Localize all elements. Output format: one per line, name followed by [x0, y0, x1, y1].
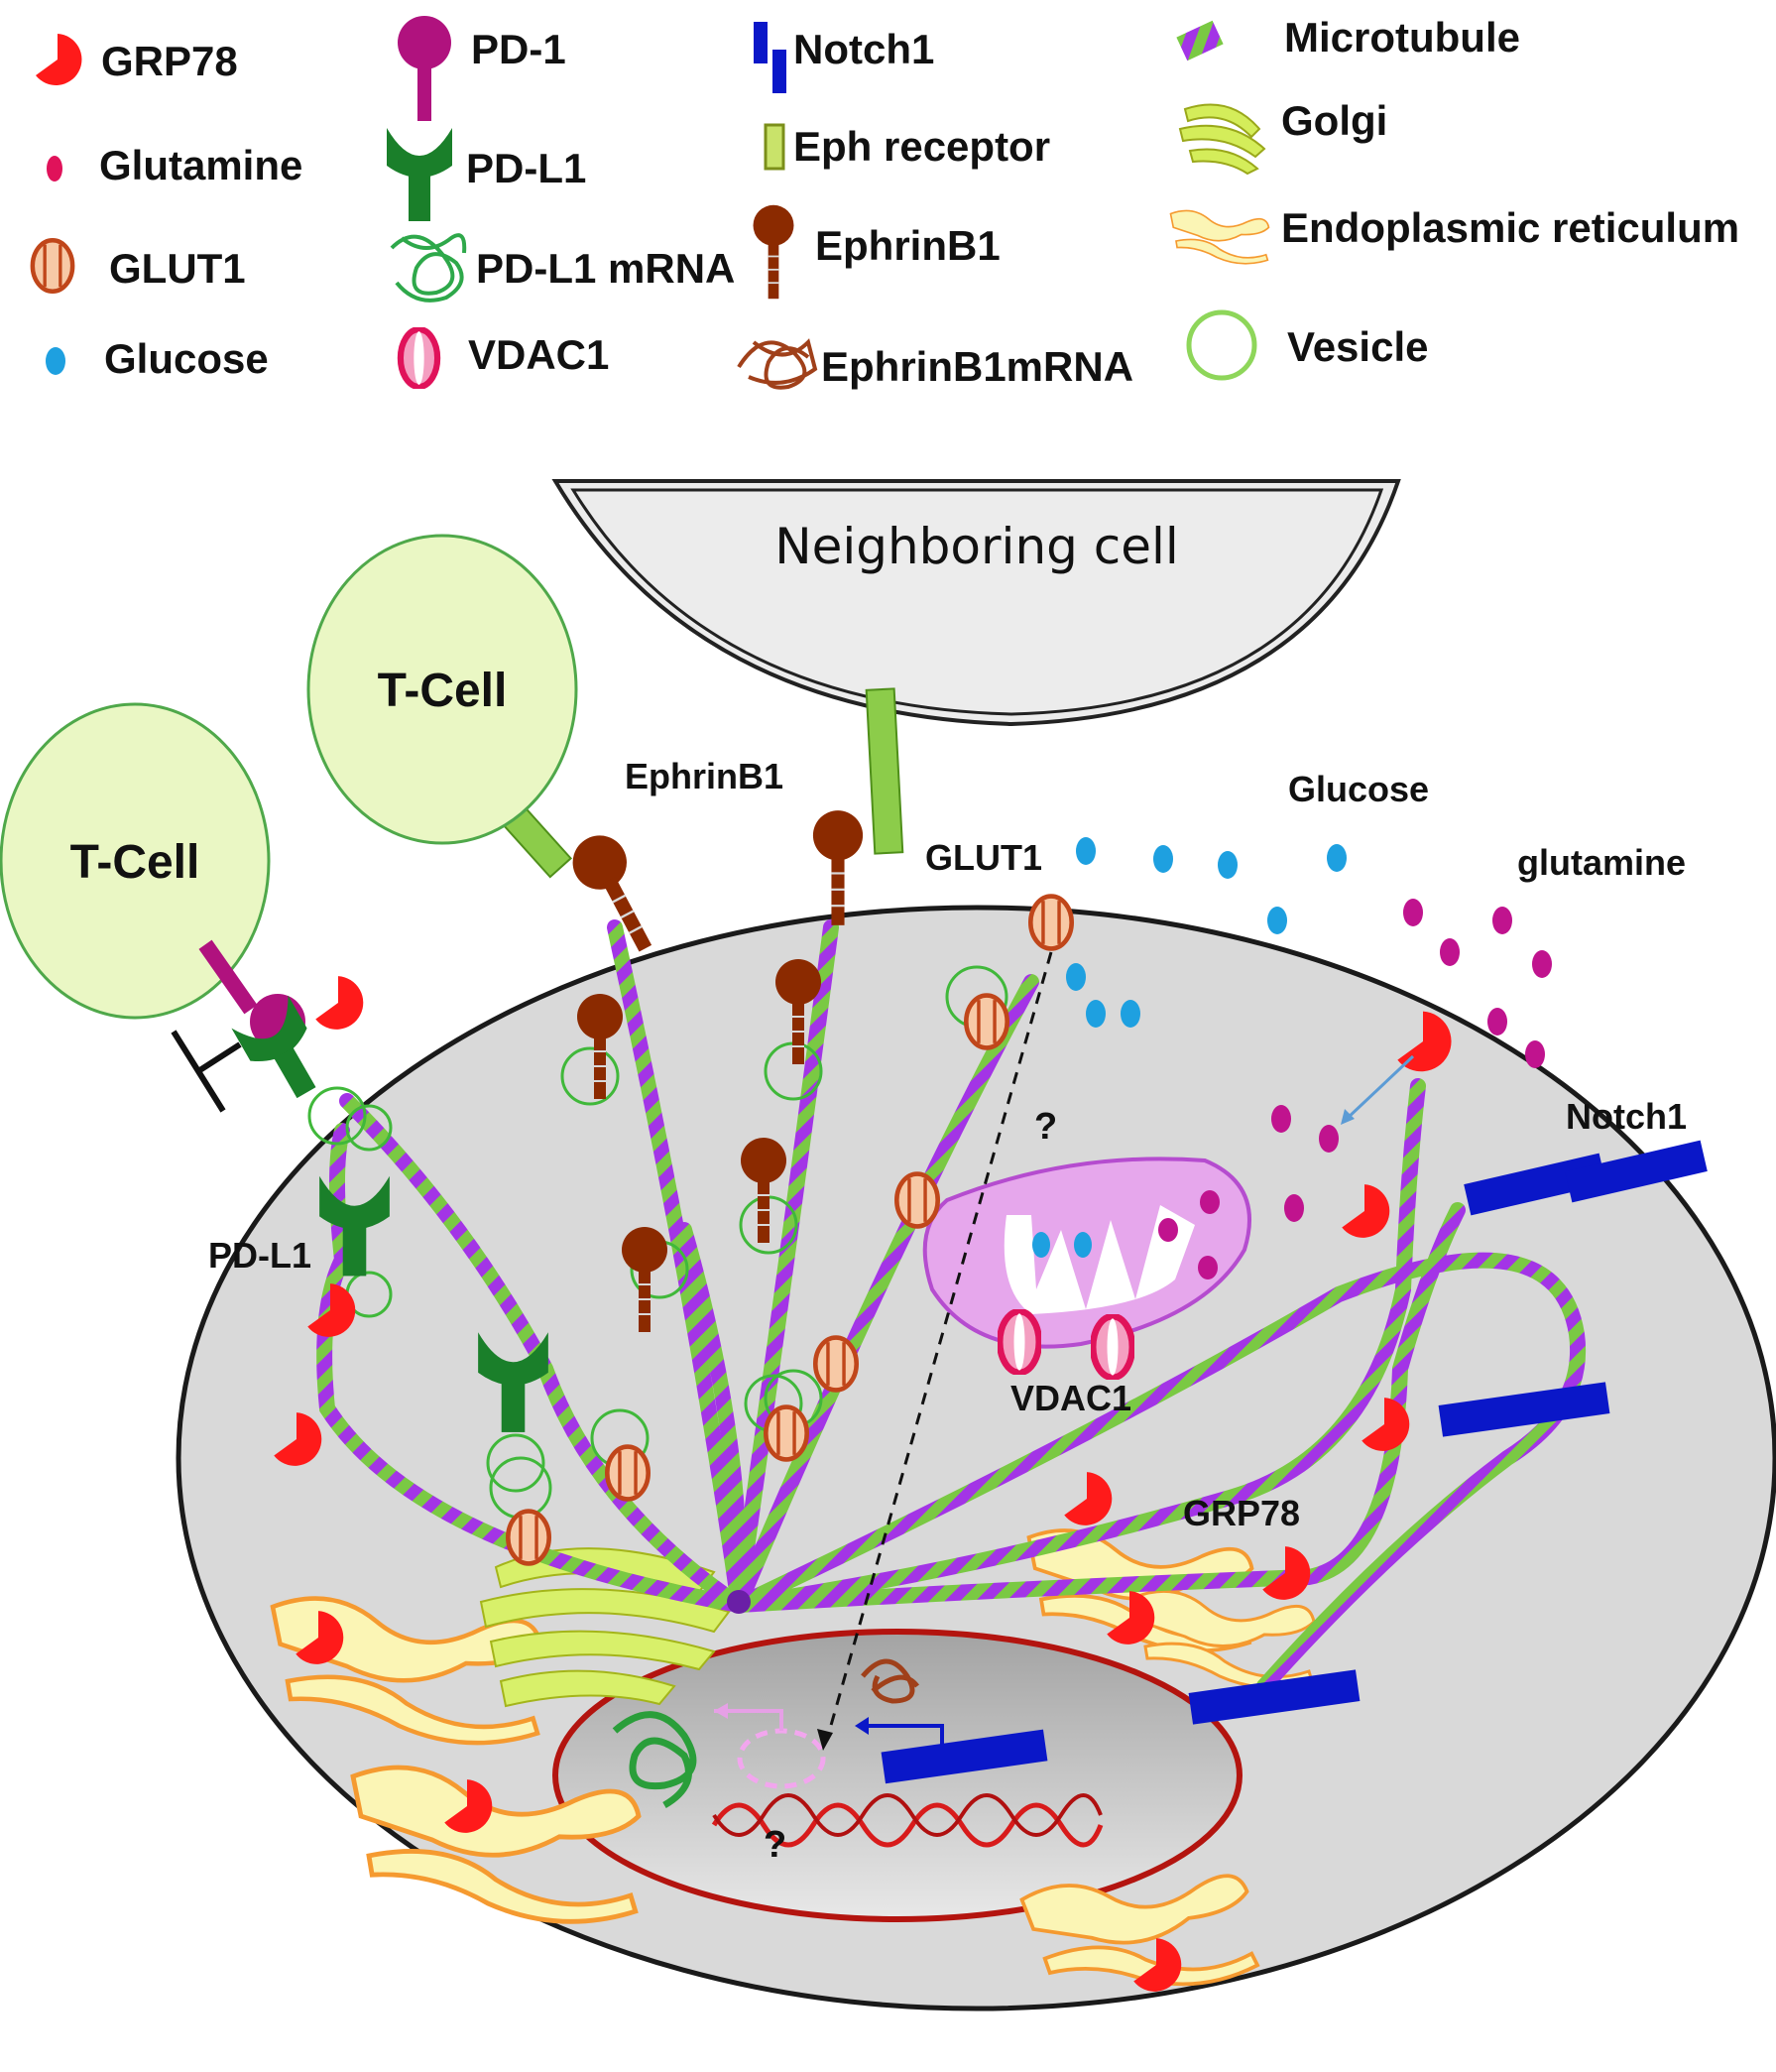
legend-vesicle: Vesicle: [1287, 323, 1428, 370]
legend: GRP78 Glutamine GLUT1 Glucose PD-1 PD-L1…: [33, 14, 1739, 390]
glutamine-legend-icon: [47, 156, 62, 182]
mitochondrion: [922, 1157, 1251, 1349]
pdl1-mrna-legend-icon: [390, 233, 467, 303]
pdl1-mrna-nuclear: [612, 1711, 697, 1809]
legend-ephrinb1: EphrinB1: [815, 222, 1001, 269]
notch1-legend-icon: [754, 22, 786, 93]
neighboring-cell: Neighboring cell: [551, 479, 1401, 727]
glutamine-uptake-arrow: [1341, 1054, 1415, 1125]
label-glut1: GLUT1: [925, 837, 1042, 878]
legend-grp78: GRP78: [101, 38, 238, 84]
ephrinb1-mrna-nuclear: [861, 1658, 919, 1704]
label-glutamine: glutamine: [1517, 842, 1686, 883]
legend-golgi: Golgi: [1281, 97, 1387, 144]
pd1-binding: [198, 939, 335, 1110]
er-legend-icon: [1169, 209, 1270, 265]
legend-glucose: Glucose: [104, 335, 269, 382]
notch1-receptors: [1188, 1140, 1708, 1725]
legend-er: Endoplasmic reticulum: [1281, 204, 1739, 251]
glutamine-molecules: [1271, 899, 1552, 1222]
label-glucose: Glucose: [1288, 769, 1429, 809]
tcell-middle: T-Cell: [306, 534, 578, 845]
ephrinb1-legend-icon: [752, 203, 795, 301]
pdl1-transcription-arrow: [714, 1709, 783, 1731]
glut1-signal-arrow: ?: [817, 951, 1057, 1751]
legend-notch1: Notch1: [793, 26, 934, 72]
vdac1-legend-icon: [401, 329, 437, 387]
tcell-left: T-Cell: [0, 702, 271, 1020]
label-grp78: GRP78: [1183, 1493, 1300, 1533]
nucleus: ?: [552, 1629, 1243, 1922]
legend-eph-receptor: Eph receptor: [793, 123, 1050, 170]
legend-pdl1: PD-L1: [466, 145, 586, 191]
eph-receptor-legend-icon: [764, 123, 785, 171]
question-mark-cytoplasm: ?: [1034, 1106, 1057, 1148]
question-mark-nucleus: ?: [764, 1824, 786, 1866]
legend-pd1: PD-1: [471, 26, 566, 72]
inhibition-symbol: [171, 1030, 242, 1113]
label-ephrinb1: EphrinB1: [625, 756, 783, 796]
legend-glutamine: Glutamine: [99, 142, 302, 188]
label-pdl1: PD-L1: [208, 1235, 311, 1276]
glucose-legend-icon: [46, 347, 65, 375]
notch1-nuclear: [881, 1729, 1048, 1784]
vesicle-legend-icon: [1186, 309, 1257, 381]
tcell-left-label: T-Cell: [70, 836, 200, 889]
microtubule-legend-icon: [1176, 20, 1224, 61]
label-notch1: Notch1: [1566, 1096, 1687, 1137]
label-vdac1: VDAC1: [1010, 1378, 1131, 1418]
pdl1-legend-icon: [387, 128, 452, 221]
tcell-middle-label: T-Cell: [378, 665, 508, 717]
golgi-legend-icon: [1178, 103, 1266, 176]
legend-microtubule: Microtubule: [1284, 14, 1520, 61]
legend-ephrinb1-mrna: EphrinB1mRNA: [821, 343, 1133, 390]
legend-pdl1-mrna: PD-L1 mRNA: [476, 245, 735, 292]
neighboring-cell-label: Neighboring cell: [774, 518, 1179, 575]
legend-vdac1: VDAC1: [468, 331, 609, 378]
legend-glut1: GLUT1: [109, 245, 246, 292]
grp78-legend-icon: [36, 34, 82, 85]
glucose-molecules: [1066, 837, 1347, 1028]
ephrinb1-mrna-legend-icon: [737, 338, 818, 390]
mtoc: [727, 1590, 751, 1614]
pd1-legend-icon: [398, 16, 451, 121]
glut1-legend-icon: [33, 240, 72, 292]
